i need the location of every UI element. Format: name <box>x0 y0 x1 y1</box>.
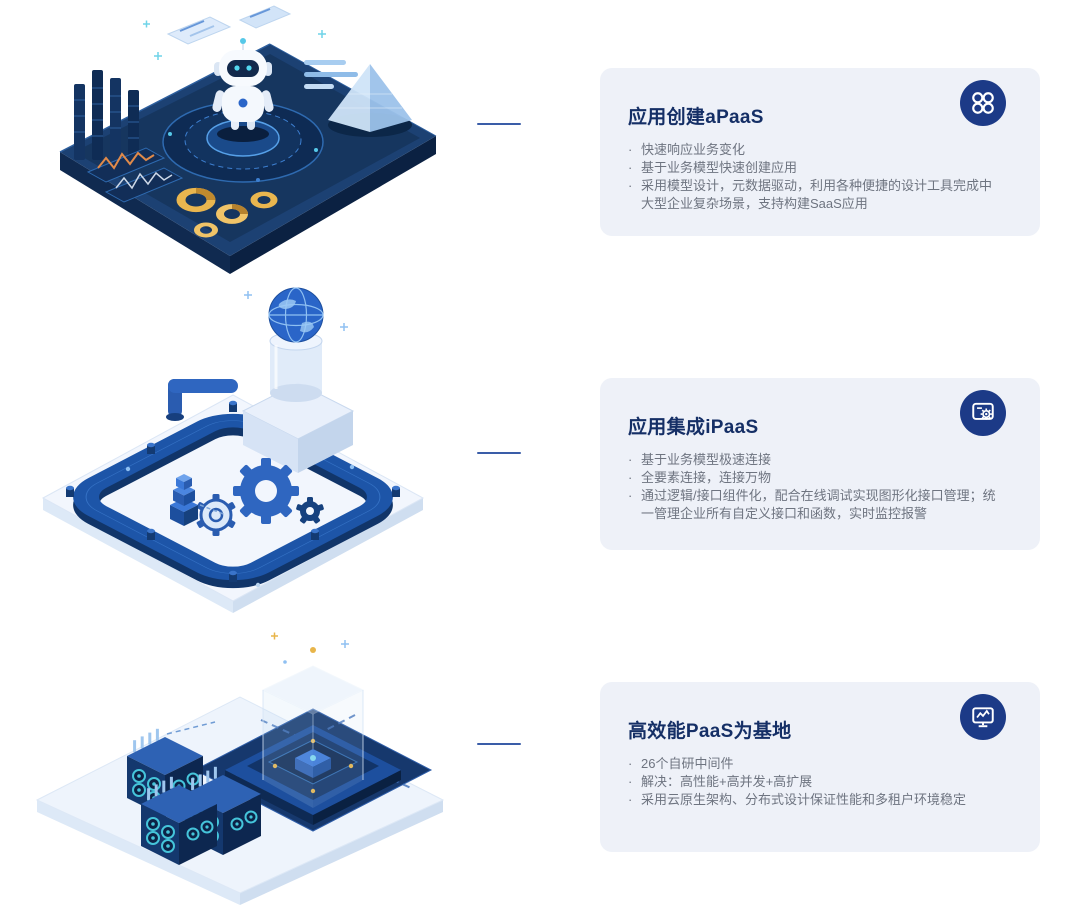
ipaas-badge <box>960 390 1006 436</box>
floating-bars <box>304 60 358 89</box>
bullet-marker: · <box>628 756 633 771</box>
gear-small <box>296 497 324 524</box>
bullet-text: 全要素连接，连接万物 <box>641 470 772 485</box>
bullet-text: 采用模型设计，元数据驱动，利用各种便捷的设计工具完成中大型企业复杂场景，支持构建… <box>641 178 993 211</box>
bullet-item: · 采用云原生架构、分布式设计保证性能和多租户环境稳定 <box>628 791 1014 809</box>
cube-stack <box>170 474 227 526</box>
floating-panels <box>166 5 292 45</box>
paas-card: 高效能PaaS为基地 · 26个自研中间件 · 解决：高性能+高并发+高扩展 ·… <box>600 682 1040 852</box>
bullet-marker: · <box>628 774 633 789</box>
chip-sparkles <box>271 632 349 664</box>
bullet-marker: · <box>628 470 633 485</box>
bullet-text: 通过逻辑/接口组件化，配合在线调试实现图形化接口管理；统一管理企业所有自定义接口… <box>641 488 996 521</box>
monitor-chart-icon <box>972 707 994 728</box>
card-title: 高效能PaaS为基地 <box>628 721 792 742</box>
bar-columns <box>74 70 139 164</box>
sparkles <box>143 20 326 60</box>
globe <box>268 287 324 343</box>
bullet-marker: · <box>628 792 633 807</box>
gear-large <box>233 458 299 524</box>
bullet-list: · 基于业务模型极速连接 · 全要素连接，连接万物 · 通过逻辑/接口组件化，配… <box>628 451 1014 523</box>
clover-icon <box>972 92 994 114</box>
ipaas-illustration <box>41 287 425 613</box>
bullet-marker: · <box>628 178 633 193</box>
deco-dots <box>125 291 355 588</box>
paas-badge <box>960 694 1006 740</box>
pyramid <box>328 64 412 137</box>
glass-box <box>261 665 365 808</box>
bullet-item: · 快速响应业务变化 <box>628 141 1014 159</box>
bullet-text: 解决：高性能+高并发+高扩展 <box>641 774 813 789</box>
connector-line <box>477 123 521 125</box>
bullet-marker: · <box>628 452 633 467</box>
bullet-item: · 采用模型设计，元数据驱动，利用各种便捷的设计工具完成中大型企业复杂场景，支持… <box>628 177 1014 213</box>
machine-tower <box>166 331 355 473</box>
bullet-item: · 26个自研中间件 <box>628 755 1014 773</box>
bullet-marker: · <box>628 160 633 175</box>
bullet-item: · 全要素连接，连接万物 <box>628 469 1014 487</box>
apaas-badge <box>960 80 1006 126</box>
connector-line <box>477 743 521 745</box>
paas-illustration <box>35 632 445 905</box>
apaas-card: 应用创建aPaaS · 快速响应业务变化 · 基于业务模型快速创建应用 · 采用… <box>600 68 1040 236</box>
screen-gear-icon <box>972 402 994 420</box>
bullet-marker: · <box>628 142 633 157</box>
bullet-item: · 通过逻辑/接口组件化，配合在线调试实现图形化接口管理；统一管理企业所有自定义… <box>628 487 1014 523</box>
bullet-list: · 26个自研中间件 · 解决：高性能+高并发+高扩展 · 采用云原生架构、分布… <box>628 755 1014 809</box>
bullet-marker: · <box>628 488 633 503</box>
bullet-item: · 基于业务模型快速创建应用 <box>628 159 1014 177</box>
gears <box>196 458 324 536</box>
donut-charts <box>176 187 278 238</box>
bullet-item: · 基于业务模型极速连接 <box>628 451 1014 469</box>
bullet-list: · 快速响应业务变化 · 基于业务模型快速创建应用 · 采用模型设计，元数据驱动… <box>628 141 1014 213</box>
wave-chart <box>86 147 184 203</box>
robot <box>212 38 274 142</box>
card-title: 应用集成iPaaS <box>628 417 759 438</box>
chip-platform <box>225 725 401 825</box>
bullet-text: 基于业务模型极速连接 <box>641 452 772 467</box>
connector-line <box>477 452 521 454</box>
apaas-illustration <box>59 5 437 274</box>
ipaas-card: 应用集成iPaaS · 基于业务模型极速连接 · 全要素连接，连接万物 · 通过… <box>600 378 1040 550</box>
bullet-item: · 解决：高性能+高并发+高扩展 <box>628 773 1014 791</box>
bullet-text: 采用云原生架构、分布式设计保证性能和多租户环境稳定 <box>641 792 967 807</box>
card-title: 应用创建aPaaS <box>628 107 764 128</box>
bullet-text: 快速响应业务变化 <box>641 142 746 157</box>
bullet-text: 26个自研中间件 <box>641 756 734 771</box>
bullet-text: 基于业务模型快速创建应用 <box>641 160 798 175</box>
